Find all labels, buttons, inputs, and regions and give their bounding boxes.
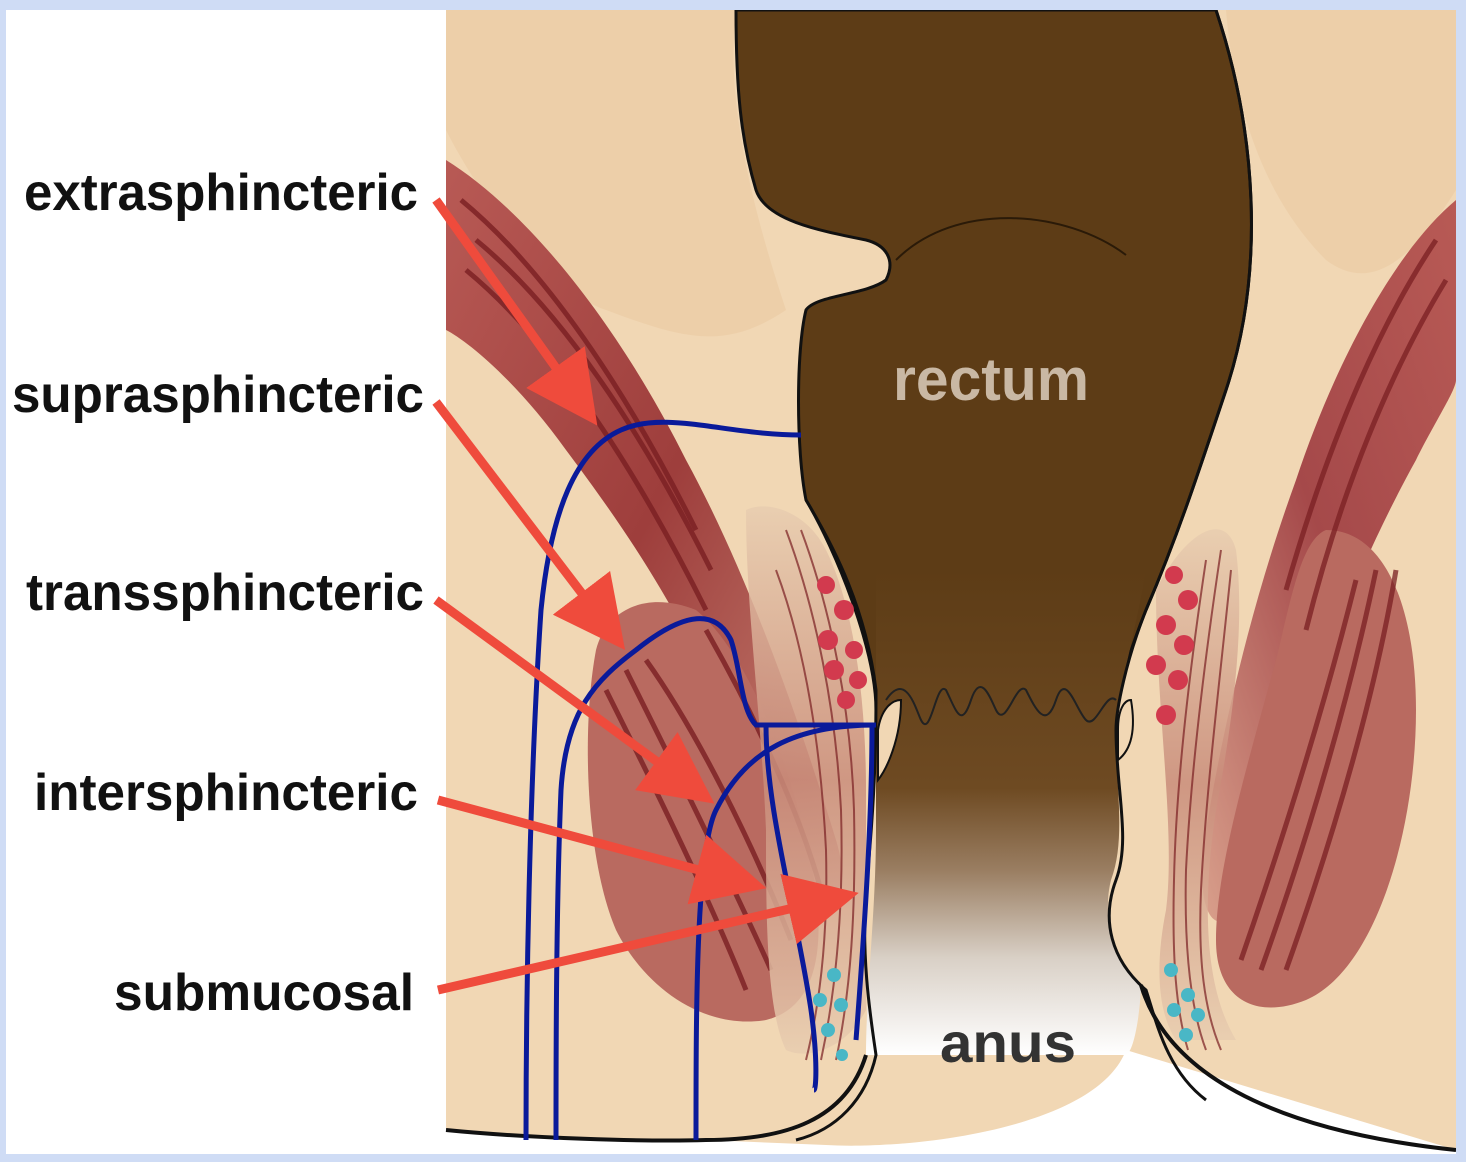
label-rectum: rectum — [893, 346, 1089, 413]
label-intersphincteric: intersphincteric — [34, 764, 418, 822]
anal-canal — [866, 570, 1146, 1055]
label-transsphincteric: transsphincteric — [26, 564, 424, 622]
diagram-frame: extrasphincteric suprasphincteric transs… — [6, 10, 1456, 1154]
label-anus: anus — [940, 1011, 1076, 1074]
label-suprasphincteric: suprasphincteric — [12, 366, 424, 424]
label-extrasphincteric: extrasphincteric — [24, 164, 418, 222]
label-submucosal: submucosal — [114, 964, 414, 1022]
anal-fistula-diagram: extrasphincteric suprasphincteric transs… — [6, 10, 1456, 1154]
